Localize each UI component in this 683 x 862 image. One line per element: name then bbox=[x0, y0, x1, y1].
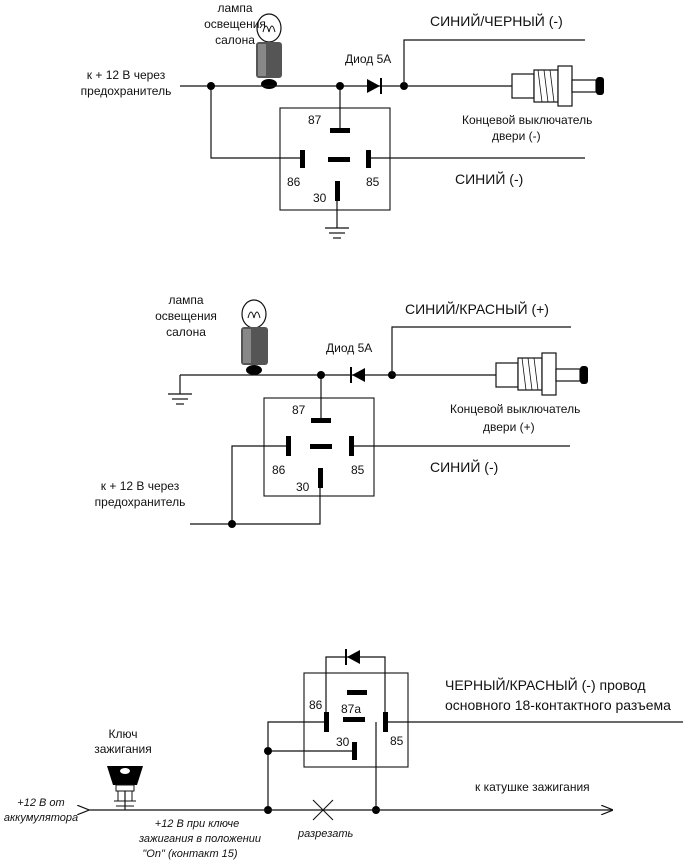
ground-icon bbox=[168, 393, 192, 405]
diagram-1: лампа освещения салона к + 12 В через пр… bbox=[81, 1, 604, 239]
lamp-icon bbox=[256, 13, 282, 89]
pin-label-85: 85 bbox=[390, 734, 404, 748]
relay-pin-85 bbox=[349, 436, 354, 456]
junction-dot bbox=[336, 82, 344, 90]
lamp-icon bbox=[241, 299, 268, 375]
relay-box bbox=[263, 397, 375, 497]
relay-pin-86 bbox=[286, 436, 291, 456]
switch-label-line-1: Концевой выключатель bbox=[450, 402, 580, 416]
pin-label-87a: 87а bbox=[341, 702, 361, 716]
relay-pin-85 bbox=[383, 712, 388, 732]
relay-pin-30 bbox=[318, 468, 323, 488]
lamp-label-line-3: салона bbox=[166, 325, 206, 339]
diagram-3: 86 87а 85 30 ЧЕРНЫЙ/КРАСНЫЙ (-) провод о… bbox=[4, 649, 683, 860]
diode-icon bbox=[345, 649, 360, 665]
cut-label: разрезать bbox=[297, 828, 353, 840]
switch-wire bbox=[403, 39, 585, 86]
diode-label: Диод 5А bbox=[345, 52, 391, 66]
relay-pin-center bbox=[328, 157, 350, 162]
switch-label-line-2: двери (+) bbox=[483, 420, 535, 434]
pin-label-85: 85 bbox=[351, 463, 365, 477]
battery-label-line-2: аккумулятора bbox=[4, 812, 78, 824]
relay-pin-30 bbox=[335, 181, 340, 201]
relay-pin-87a bbox=[343, 717, 365, 722]
power-label-line-1: к + 12 В через bbox=[101, 479, 180, 493]
wire-86-loop bbox=[267, 721, 324, 810]
wire-86-loop bbox=[210, 86, 300, 159]
power-label-line-1: к + 12 В через bbox=[87, 68, 166, 82]
battery-label-line-1: +12 В от bbox=[17, 797, 64, 809]
relay-pin-86 bbox=[324, 712, 329, 732]
coil-label: к катушке зажигания bbox=[475, 780, 590, 794]
relay-pin-center bbox=[310, 444, 332, 449]
ground-icon bbox=[325, 227, 349, 239]
lamp-label-line-1: лампа bbox=[168, 293, 203, 307]
ignition-label-line-3: "On" (контакт 15) bbox=[142, 848, 237, 860]
cut-mark-icon bbox=[312, 799, 334, 821]
wire-label-line-1: ЧЕРНЫЙ/КРАСНЫЙ (-) провод bbox=[445, 676, 646, 693]
diode-icon bbox=[367, 78, 382, 94]
door-switch-icon bbox=[495, 352, 588, 396]
relay-box bbox=[303, 672, 409, 768]
wire-86-loop bbox=[231, 445, 286, 524]
power-label-line-2: предохранитель bbox=[95, 495, 186, 509]
power-label-line-2: предохранитель bbox=[81, 84, 172, 98]
relay-pin-87-top bbox=[347, 690, 367, 695]
pin-label-86: 86 bbox=[309, 698, 323, 712]
ignition-key-icon bbox=[107, 766, 143, 810]
door-switch-icon bbox=[511, 65, 604, 107]
lamp-label-line-3: салона bbox=[215, 33, 255, 47]
diode-label: Диод 5А bbox=[326, 341, 372, 355]
pin-label-30: 30 bbox=[296, 480, 310, 494]
junction-dot bbox=[317, 371, 325, 379]
lamp-label-line-2: освещения bbox=[204, 17, 266, 31]
wire-top-label: СИНИЙ/КРАСНЫЙ (+) bbox=[405, 300, 549, 317]
relay-pin-85 bbox=[366, 150, 371, 168]
switch-wire bbox=[391, 326, 571, 375]
relay-box bbox=[279, 107, 391, 211]
key-label-line-2: зажигания bbox=[94, 742, 152, 756]
junction-dot bbox=[207, 82, 215, 90]
wire-label-line-2: основного 18-контактного разъема bbox=[445, 697, 671, 713]
switch-label-line-1: Концевой выключатель bbox=[462, 113, 592, 127]
wire-bottom-label: СИНИЙ (-) bbox=[430, 458, 498, 475]
wire-bottom-label: СИНИЙ (-) bbox=[455, 170, 523, 187]
lamp-label-line-1: лампа bbox=[217, 1, 252, 15]
wire-top-label: СИНИЙ/ЧЕРНЫЙ (-) bbox=[430, 12, 563, 29]
pin-label-30: 30 bbox=[313, 191, 327, 205]
relay-pin-86 bbox=[300, 150, 305, 168]
junction-dot bbox=[264, 747, 272, 755]
key-label-line-1: Ключ bbox=[109, 727, 138, 741]
pin-label-87: 87 bbox=[292, 403, 306, 417]
switch-label-line-2: двери (-) bbox=[492, 129, 541, 143]
ignition-label-line-1: +12 В при ключе bbox=[155, 818, 239, 830]
lamp-label-line-2: освещения bbox=[155, 309, 217, 323]
pin-label-87: 87 bbox=[308, 113, 322, 127]
diagram-2: лампа освещения салона Диод 5А СИНИЙ/КРА… bbox=[95, 293, 588, 528]
pin-label-86: 86 bbox=[272, 463, 286, 477]
ignition-label-line-2: зажигания в положении bbox=[138, 833, 261, 845]
pin-label-86: 86 bbox=[287, 175, 301, 189]
relay-pin-87 bbox=[330, 128, 350, 133]
relay-pin-30 bbox=[352, 742, 357, 760]
pin-label-30: 30 bbox=[336, 735, 350, 749]
junction-dot bbox=[228, 520, 236, 528]
pin-label-85: 85 bbox=[366, 175, 380, 189]
relay-pin-87 bbox=[311, 418, 331, 423]
diode-icon bbox=[350, 367, 365, 383]
